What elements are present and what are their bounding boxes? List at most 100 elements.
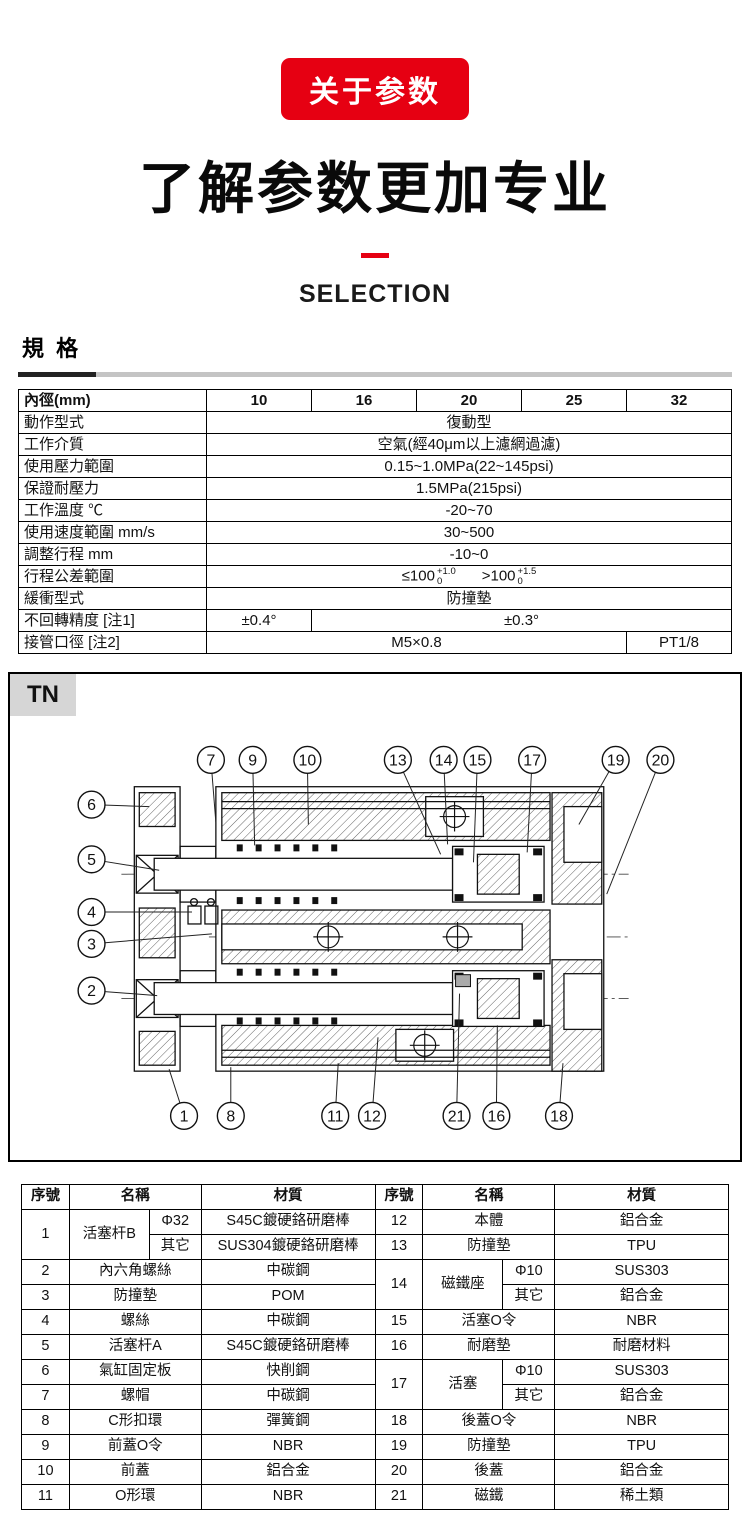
part-material: TPU — [554, 1434, 729, 1460]
callout-number: 3 — [87, 936, 96, 953]
part-num: 17 — [374, 1359, 424, 1410]
part-num: 6 — [21, 1359, 70, 1385]
callout-number: 21 — [448, 1108, 466, 1125]
part-material: 耐磨材料 — [554, 1334, 729, 1360]
part-variant: Φ10 — [502, 1359, 556, 1385]
table-row: 1 活塞杆B Φ32 S45C鍍硬鉻研磨棒 — [21, 1209, 376, 1260]
parts-list-section: 序號 名稱 材質 1 活塞杆B Φ32 S45C鍍硬鉻研磨棒 其它 SUS304… — [21, 1184, 729, 1510]
part-name: 防撞墊 — [422, 1234, 556, 1260]
callout-circle — [77, 929, 106, 958]
callout-leader-line — [91, 933, 212, 945]
table-row: 其它 SUS304鍍硬鉻研磨棒 — [22, 1234, 376, 1260]
spec-value: 1.5MPa(215psi) — [206, 477, 732, 500]
table-row: 調整行程 mm-10~0 — [18, 543, 732, 566]
callout-number: 20 — [652, 752, 670, 769]
part-name: 本體 — [422, 1209, 556, 1235]
spec-label: 工作溫度 ℃ — [18, 499, 207, 522]
spec-value: -20~70 — [206, 499, 732, 522]
part-name: 前蓋O令 — [68, 1434, 202, 1460]
table-row: 接管口徑 [注2] M5×0.8 PT1/8 — [18, 631, 732, 654]
table-row: 工作介質空氣(經40μm以上濾網過濾) — [18, 433, 732, 456]
part-variant: Φ32 — [148, 1209, 202, 1235]
part-variant: 其它 — [502, 1384, 556, 1410]
callout-leader-line — [606, 759, 661, 895]
spec-value: M5×0.8 — [206, 631, 627, 654]
table-row: 序號 名稱 材質 — [374, 1184, 729, 1210]
callout-number: 14 — [435, 752, 453, 769]
part-material: 鋁合金 — [554, 1384, 729, 1410]
part-variant: Φ10 — [502, 1259, 556, 1285]
table-row: 動作型式復動型 — [18, 411, 732, 434]
part-name: 活塞O令 — [422, 1309, 556, 1335]
callout-number: 4 — [87, 904, 96, 921]
part-num: 4 — [21, 1309, 70, 1335]
part-name: 防撞墊 — [68, 1284, 202, 1310]
part-name: 氣缸固定板 — [68, 1359, 202, 1385]
callout-circle — [321, 1101, 350, 1131]
callout-circle — [383, 745, 412, 774]
col-header-material: 材質 — [554, 1184, 729, 1210]
part-name: O形環 — [68, 1484, 202, 1510]
callout-circle — [77, 897, 106, 927]
col-header-num: 序號 — [21, 1184, 70, 1210]
table-row: 內徑(mm) 10 16 20 25 32 — [18, 389, 732, 412]
callout-leader-line — [397, 759, 442, 855]
callout-number: 1 — [180, 1108, 189, 1125]
callout-number: 17 — [523, 752, 541, 769]
spec-label: 內徑(mm) — [18, 389, 207, 412]
part-num: 9 — [21, 1434, 70, 1460]
part-material: NBR — [200, 1484, 376, 1510]
part-name: 前蓋 — [68, 1459, 202, 1485]
table-row: 其它 鋁合金 — [375, 1284, 729, 1310]
part-name: 活塞杆B — [68, 1209, 150, 1260]
col-header-name: 名稱 — [68, 1184, 202, 1210]
callout-circle — [293, 745, 322, 774]
callout-circle — [429, 745, 458, 774]
port-cross-symbols — [313, 801, 473, 1061]
spec-value: 0.15~1.0MPa(22~145psi) — [206, 455, 732, 478]
part-name: 後蓋O令 — [422, 1409, 556, 1435]
part-material: 中碳鋼 — [200, 1384, 376, 1410]
cylinder-diagram-panel: TN — [8, 672, 742, 1162]
diagram-series-label: TN — [10, 674, 76, 716]
params-badge: 关于参数 — [281, 58, 469, 120]
table-row: 14 磁鐵座 Φ10 SUS303 — [374, 1259, 729, 1310]
spec-bore: 32 — [626, 389, 732, 412]
part-material: 鋁合金 — [554, 1459, 729, 1485]
part-material: 彈簧鋼 — [200, 1409, 376, 1435]
section-divider — [18, 372, 732, 377]
callout-number: 7 — [206, 752, 215, 769]
part-material: SUS303 — [554, 1359, 729, 1385]
part-num: 7 — [21, 1384, 70, 1410]
part-name: C形扣環 — [68, 1409, 202, 1435]
selection-heading: SELECTION — [298, 280, 452, 308]
spec-label: 動作型式 — [18, 411, 207, 434]
part-name: 活塞杆A — [68, 1334, 202, 1360]
part-material: TPU — [554, 1234, 729, 1260]
part-material: 鋁合金 — [554, 1284, 729, 1310]
part-material: 稀土類 — [554, 1484, 729, 1510]
callout-circle — [544, 1101, 574, 1131]
part-material: POM — [200, 1284, 376, 1310]
part-material: SUS303 — [554, 1259, 729, 1285]
part-num: 10 — [21, 1459, 70, 1485]
part-name: 後蓋 — [422, 1459, 556, 1485]
spec-label: 接管口徑 [注2] — [18, 631, 207, 654]
spec-value: ±0.3° — [311, 609, 732, 632]
part-material: S45C鍍硬鉻研磨棒 — [200, 1209, 376, 1235]
part-variant: 其它 — [502, 1284, 556, 1310]
callout-circle — [442, 1101, 471, 1131]
